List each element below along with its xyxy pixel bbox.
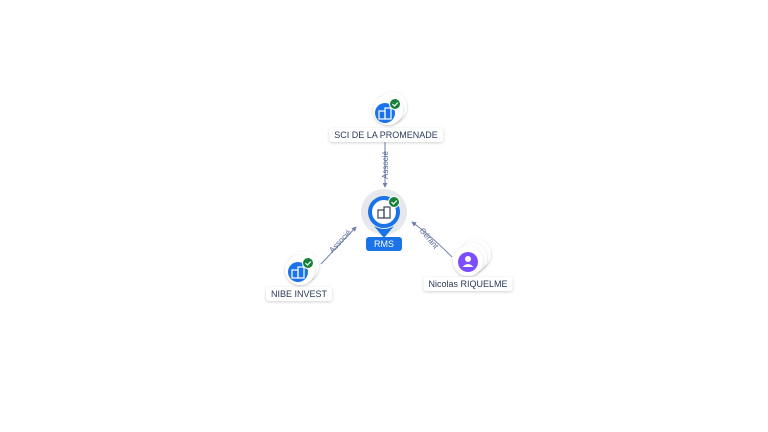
node-sci-de-la-promenade[interactable] [373,92,407,125]
building-icon [377,206,391,219]
edge-label-nicolas: Gérant [418,226,441,251]
edge-label-nibe: Associé [327,228,353,255]
node-label-nicolas[interactable]: Nicolas RIQUELME [423,277,513,291]
node-center-rms[interactable] [361,189,407,238]
edge-sci-center: Associé [381,142,390,188]
node-nibe-invest[interactable] [285,251,319,285]
node-label-sci[interactable]: SCI DE LA PROMENADE [329,128,443,142]
building-icon [378,107,392,120]
verified-check-icon [388,196,400,208]
edge-nibe-center: Associé [320,226,357,265]
node-nicolas-riquelme[interactable] [453,239,491,276]
verified-check-icon [389,98,401,110]
edge-label-sci: Associé [381,150,390,179]
center-label-rms[interactable]: RMS [366,237,402,251]
verified-check-icon [302,257,314,269]
edge-nicolas-center: Gérant [411,221,453,258]
building-icon [291,266,305,279]
person-icon [462,256,474,267]
node-label-nibe[interactable]: NIBE INVEST [265,287,333,301]
